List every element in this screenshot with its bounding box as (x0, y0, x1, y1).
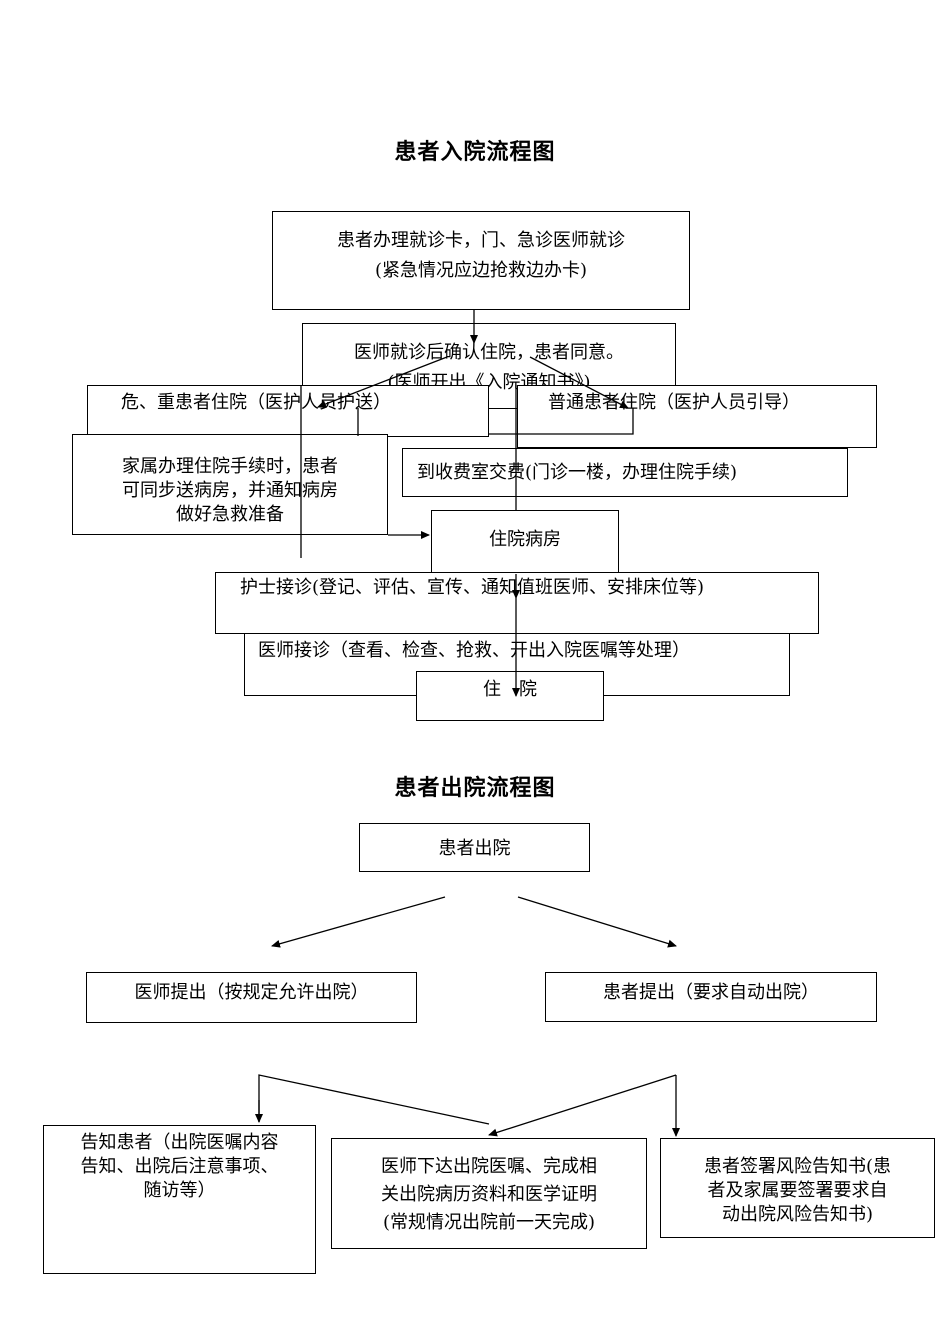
doctor-initiated-box: 医师提出（按规定允许出院） (86, 972, 417, 1023)
discharge-start-label: 患者出院 (438, 838, 511, 859)
hospitalized-box: 住 院 (416, 671, 604, 721)
discharge-orders-line1: 医师下达出院医嘱、完成相 (381, 1156, 597, 1177)
discharge-orders-box: 医师下达出院医嘱、完成相 关出院病历资料和医学证明 (常规情况出院前一天完成) (331, 1138, 647, 1249)
risk-notice-box: 患者签署风险告知书(患 者及家属要签署要求自 动出院风险告知书) (660, 1138, 935, 1238)
arrow-to-orders (488, 1074, 677, 1137)
inform-patient-line1: 告知患者（出院医嘱内容 (80, 1132, 279, 1153)
doctor-initiated-label: 医师提出（按规定允许出院） (134, 982, 369, 1003)
normal-patient-label: 普通患者住院（医护人员引导） (548, 392, 800, 413)
inform-patient-line3: 随访等） (143, 1180, 216, 1201)
nurse-reception-label: 护士接诊(登记、评估、宣传、通知值班医师、安排床位等) (240, 577, 705, 598)
inform-patient-box: 告知患者（出院医嘱内容 告知、出院后注意事项、 随访等） (43, 1125, 316, 1274)
discharge-orders-line3: (常规情况出院前一天完成) (382, 1212, 596, 1233)
payment-box: 到收费室交费(门诊一楼，办理住院手续) (402, 448, 848, 497)
arrow-start-to-doctor (271, 896, 446, 948)
line-doctor-branch (258, 1074, 490, 1125)
patient-initiated-label: 患者提出（要求自动出院） (603, 982, 819, 1003)
critical-patient-label: 危、重患者住院（医护人员护送） (121, 392, 391, 413)
nurse-reception-box: 护士接诊(登记、评估、宣传、通知值班医师、安排床位等) (215, 572, 819, 634)
family-procedure-box: 家属办理住院手续时，患者 可同步送病房，并通知病房 做好急救准备 (72, 434, 388, 535)
arrow-start-to-patient (517, 896, 677, 948)
discharge-orders-line2: 关出院病历资料和医学证明 (381, 1184, 597, 1205)
doctor-reception-box: 医师接诊（查看、检查、抢救、开出入院医嘱等处理） (244, 633, 790, 696)
step-register-card: 患者办理就诊卡，门、急诊医师就诊 (紧急情况应边抢救边办卡) (272, 211, 690, 310)
inform-patient-line2: 告知、出院后注意事项、 (80, 1156, 279, 1177)
hospitalized-label: 住 院 (483, 679, 537, 700)
risk-notice-line1: 患者签署风险告知书(患 (703, 1156, 892, 1177)
discharge-title: 患者出院流程图 (394, 776, 556, 801)
doctor-reception-label: 医师接诊（查看、检查、抢救、开出入院医嘱等处理） (258, 640, 690, 661)
step-confirm-admission-line1: 医师就诊后确认住院，患者同意。 (354, 342, 624, 363)
critical-patient-box: 危、重患者住院（医护人员护送） (87, 385, 489, 437)
family-procedure-line2: 可同步送病房，并通知病房 (122, 480, 338, 501)
patient-initiated-box: 患者提出（要求自动出院） (545, 972, 877, 1022)
ward-label: 住院病房 (489, 529, 561, 550)
risk-notice-line3: 动出院风险告知书) (721, 1204, 874, 1225)
discharge-start-box: 患者出院 (359, 823, 590, 872)
normal-patient-box: 普通患者住院（医护人员引导） (517, 385, 877, 448)
step-register-card-line2: (紧急情况应边抢救边办卡) (374, 260, 588, 281)
step-register-card-line1: 患者办理就诊卡，门、急诊医师就诊 (337, 230, 625, 251)
family-procedure-line1: 家属办理住院手续时，患者 (122, 456, 338, 477)
payment-label: 到收费室交费(门诊一楼，办理住院手续) (417, 462, 738, 483)
admission-title: 患者入院流程图 (394, 140, 556, 165)
ward-box: 住院病房 (431, 510, 619, 574)
family-procedure-line3: 做好急救准备 (176, 504, 284, 525)
risk-notice-line2: 者及家属要签署要求自 (707, 1180, 888, 1201)
